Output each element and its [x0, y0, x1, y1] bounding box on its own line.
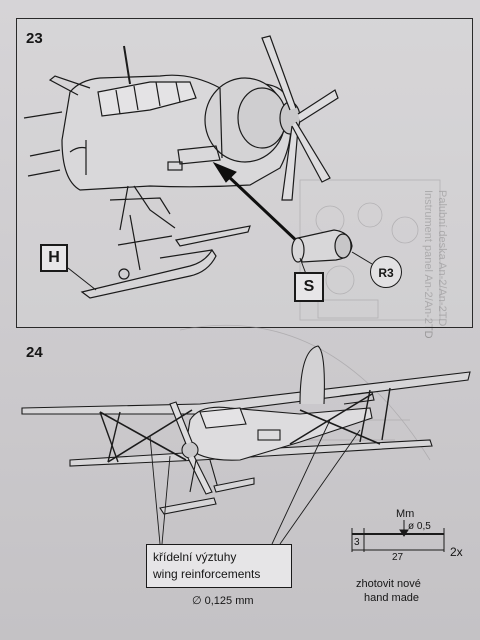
- step-24-number: 24: [26, 344, 43, 361]
- part-label-h: H: [40, 244, 68, 272]
- dim-length: 27: [392, 552, 404, 563]
- caption-leaders: [149, 419, 361, 545]
- leader-s: [299, 257, 307, 275]
- scale-unit: Mm: [396, 508, 415, 520]
- dimension-drawing: [351, 520, 445, 552]
- step-23-number: 23: [26, 30, 43, 47]
- part-label-s: S: [294, 272, 324, 302]
- part-ref-r3: R3: [370, 256, 402, 288]
- quantity: 2x: [450, 545, 463, 559]
- assembly-arrow: [212, 161, 302, 246]
- note-english: hand made: [364, 592, 420, 604]
- leader-h: [67, 267, 97, 291]
- leader-r3: [351, 251, 373, 265]
- step-24-aircraft: [21, 345, 471, 515]
- caption-czech: křídelní výztuhy: [153, 550, 237, 564]
- wing-reinforcement-caption: křídelní výztuhy wing reinforcements: [146, 544, 292, 588]
- caption-english: wing reinforcements: [153, 567, 261, 581]
- part-diameter: ø 0,5: [408, 521, 431, 532]
- step-23-aircraft: [23, 35, 339, 299]
- dim-small: 3: [354, 537, 360, 548]
- part-s-drawing: [291, 229, 353, 263]
- note-czech: zhotovit nové: [356, 578, 421, 590]
- wire-diameter: ∅ 0,125 mm: [192, 595, 254, 607]
